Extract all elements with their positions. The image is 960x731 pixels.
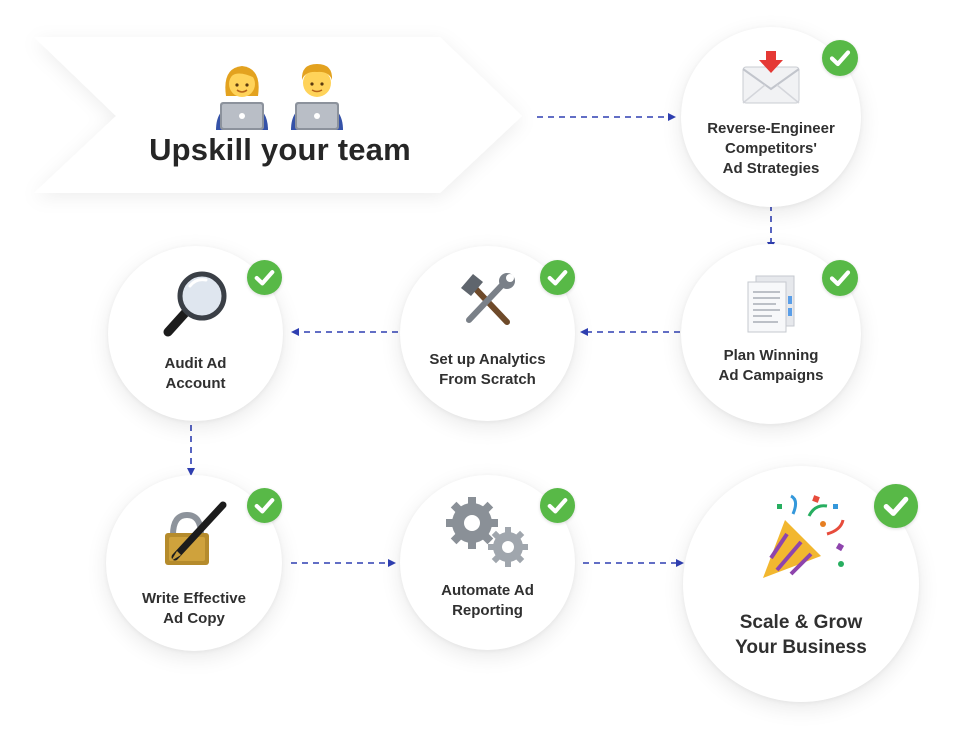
step-label-line: Ad Campaigns — [718, 367, 824, 384]
woman-technologist-icon — [216, 66, 268, 130]
step-label-line: Automate Ad — [441, 582, 534, 599]
step-label-line: From Scratch — [439, 371, 536, 388]
step-label-line: Write Effective — [142, 590, 246, 607]
party-popper-icon — [763, 494, 845, 578]
step-label-line: Ad Strategies — [722, 160, 820, 177]
gears-icon — [446, 497, 528, 567]
step-label-line: Scale & Grow — [739, 612, 863, 633]
check-icon — [540, 488, 575, 523]
check-icon — [540, 260, 575, 295]
magnifier-icon — [163, 271, 227, 337]
step-label-line: Set up Analytics — [429, 351, 546, 368]
step-label-line: Account — [165, 375, 226, 392]
document-pages-icon — [747, 275, 795, 333]
check-icon — [247, 260, 282, 295]
banner-title: Upskill your team — [149, 132, 411, 167]
envelope-download-icon — [742, 51, 800, 104]
step-label-line: Reporting — [452, 602, 523, 619]
step-label-line: Ad Copy — [163, 610, 225, 627]
pen-lock-icon — [165, 501, 227, 565]
step-label-line: Audit Ad — [164, 355, 227, 372]
step-label-line: Your Business — [735, 637, 867, 658]
step-label-line: Plan Winning — [723, 347, 819, 364]
step-label-line: Competitors' — [725, 140, 817, 157]
check-icon — [822, 40, 858, 76]
check-icon — [822, 260, 858, 296]
check-icon — [874, 484, 918, 528]
man-technologist-icon — [291, 64, 343, 130]
check-icon — [247, 488, 282, 523]
step-label-line: Reverse-Engineer — [707, 120, 835, 137]
hammer-wrench-icon — [461, 273, 515, 325]
